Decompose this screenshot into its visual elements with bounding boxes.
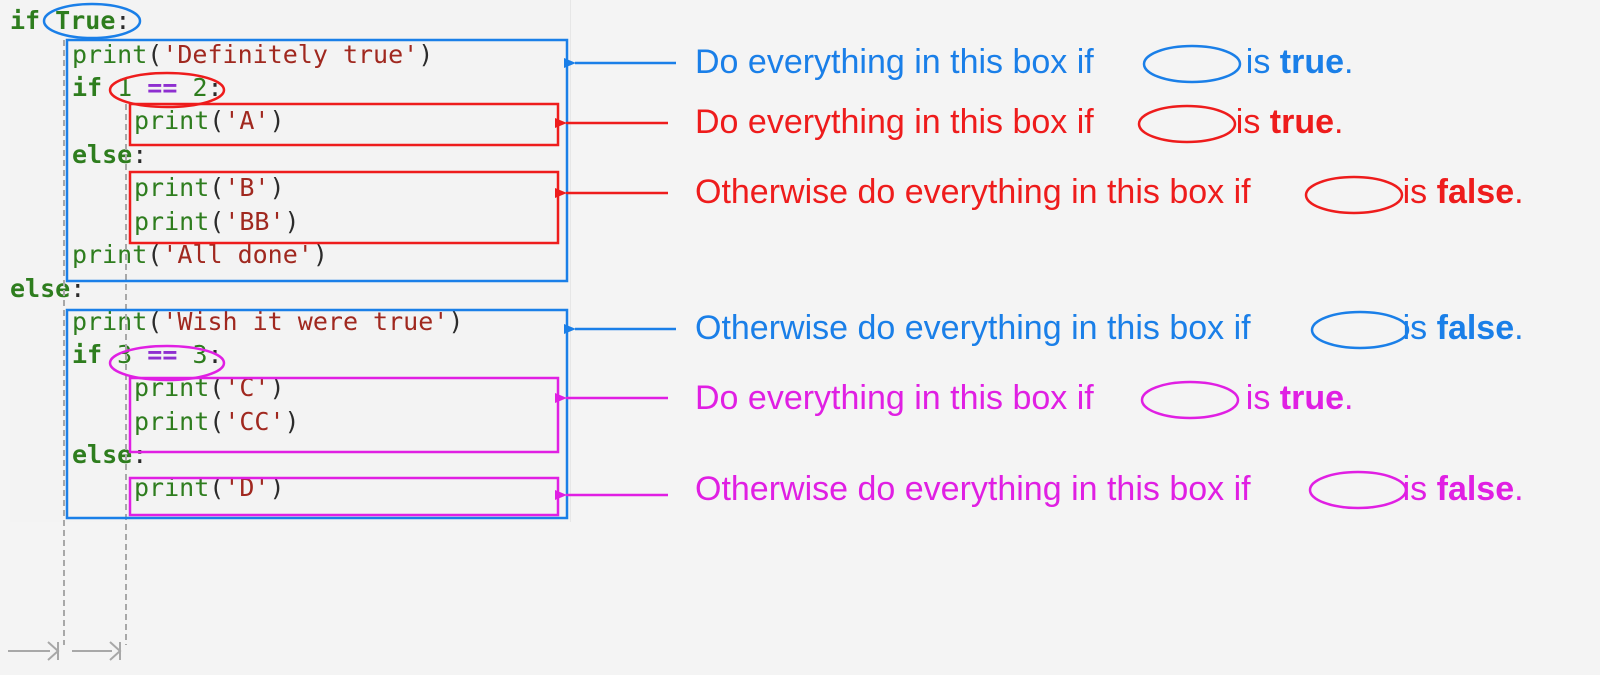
legend-ellipse-icon [1140, 380, 1240, 420]
if-3-eq-3-block-box [128, 376, 560, 454]
if-true-block-box [65, 38, 569, 283]
indent-arrow-icon [72, 641, 122, 661]
if-1-eq-2-block-box [128, 102, 560, 147]
code-line-print: print('Definitely true') [72, 40, 434, 69]
code-line-print: print('CC') [134, 407, 300, 436]
inner-else-block-box [128, 170, 560, 245]
code-line-else: else: [72, 440, 148, 469]
legend-ellipse-icon [1137, 104, 1237, 144]
condition-3-eq-3-ellipse [108, 344, 226, 382]
else-block-box [65, 308, 569, 520]
code-line-print: print('All done') [72, 240, 328, 269]
code-line-print: print('BB') [134, 207, 300, 236]
code-line-if-true: if True: [10, 6, 131, 35]
indent-arrow-icon [8, 641, 60, 661]
code-line-else: else: [72, 140, 148, 169]
code-line-print: print('Wish it were true') [72, 307, 464, 336]
legend-ellipse-icon [1310, 310, 1410, 350]
inner-else-2-block-box [128, 476, 560, 517]
code-line-if-1-eq-2: if 1 == 2: [72, 73, 223, 102]
legend-ellipse-icon [1304, 175, 1404, 215]
code-line-print: print('A') [134, 106, 285, 135]
legend-ellipse-icon [1142, 44, 1242, 84]
legend-ellipse-icon [1308, 470, 1408, 510]
condition-1-eq-2-ellipse [108, 71, 226, 109]
code-line-print: print('B') [134, 173, 285, 202]
condition-true-ellipse [42, 2, 142, 40]
